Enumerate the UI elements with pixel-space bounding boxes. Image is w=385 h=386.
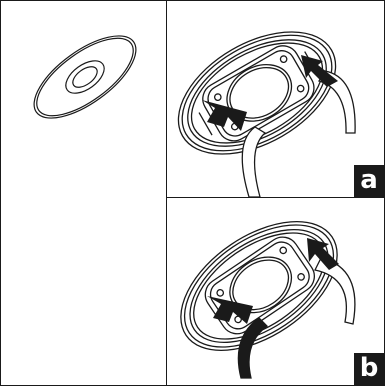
tape-strip-right xyxy=(318,70,356,134)
step-a-panel: a xyxy=(167,1,384,197)
tape-strip-right xyxy=(314,257,356,325)
disc-illustration xyxy=(33,35,137,119)
tape-strip-left xyxy=(237,317,268,379)
step-b-illustration xyxy=(180,221,356,379)
horizontal-divider xyxy=(166,197,384,198)
tape-strip-left xyxy=(241,126,267,197)
arrow-icon xyxy=(207,238,339,324)
disc-panel xyxy=(1,1,166,385)
arrow-icon xyxy=(202,55,338,131)
step-label-b: b xyxy=(354,353,384,385)
step-b-panel: b xyxy=(167,198,384,385)
step-a-illustration xyxy=(177,31,356,197)
step-label-a: a xyxy=(354,165,384,197)
vertical-divider xyxy=(166,1,167,385)
